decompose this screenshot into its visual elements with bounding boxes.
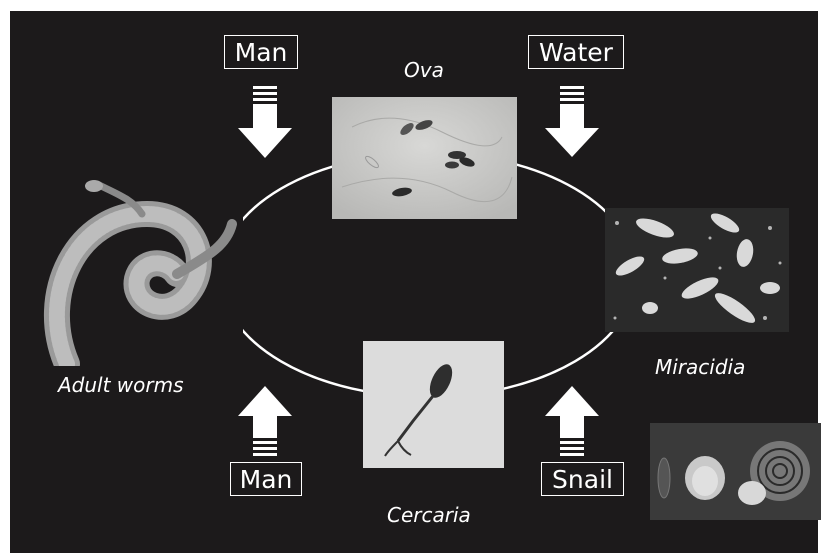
arrow-up-man-icon <box>238 386 292 456</box>
stage-label-adult-worms: Adult worms <box>58 373 184 397</box>
cercaria-photo <box>363 341 504 468</box>
arrow-down-water-icon <box>545 86 599 157</box>
miracidia-photo <box>605 208 789 332</box>
arrow-up-snail-icon <box>545 386 599 456</box>
host-label-water: Water <box>528 35 624 69</box>
snail-photo <box>650 423 821 520</box>
host-label-man-top: Man <box>224 35 298 69</box>
ova-photo <box>332 97 517 219</box>
arrow-down-man-icon <box>238 86 292 158</box>
host-label-man-bottom: Man <box>230 462 302 496</box>
host-label-snail: Snail <box>541 462 624 496</box>
adult-worms-photo <box>37 174 243 366</box>
stage-label-miracidia: Miracidia <box>655 355 745 379</box>
stage-label-cercaria: Cercaria <box>387 503 471 527</box>
stage-label-ova: Ova <box>404 58 444 82</box>
